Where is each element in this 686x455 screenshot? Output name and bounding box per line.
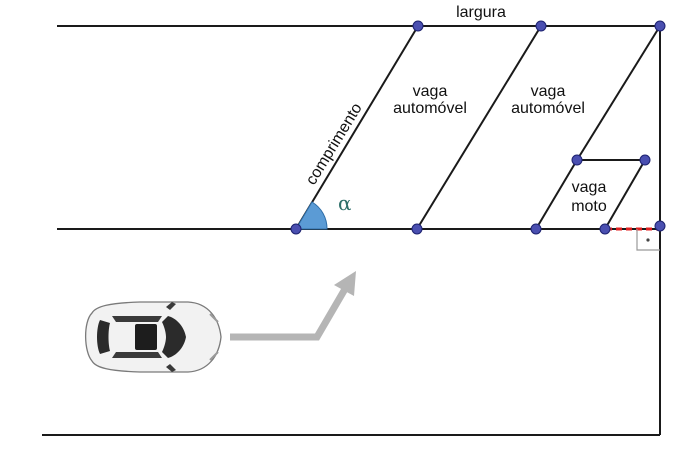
- moto-spot-left-line: [535, 159, 578, 230]
- vertex-point: [599, 223, 611, 235]
- vertex-point: [530, 223, 542, 235]
- car-spot-2-label-line1: vaga: [531, 83, 566, 100]
- length-label: comprimento: [303, 100, 366, 188]
- divider-line-3: [576, 25, 661, 161]
- vertex-point: [290, 223, 302, 235]
- vertex-point: [654, 220, 666, 232]
- angle-alpha-sector: [295, 201, 328, 230]
- vertex-point: [654, 20, 666, 32]
- moto-spot-label-line2: moto: [571, 198, 607, 215]
- divider-line-1: [295, 25, 419, 230]
- vertex-point: [639, 154, 651, 166]
- moto-spot-label-line1: vaga: [572, 179, 607, 196]
- car-top-view-icon: [84, 301, 222, 373]
- vertex-point: [571, 154, 583, 166]
- direction-arrow-icon: [230, 271, 356, 341]
- vertex-point: [411, 223, 423, 235]
- right-angle-marker-icon: [636, 229, 660, 251]
- divider-line-2: [416, 25, 542, 230]
- vertex-point: [535, 20, 547, 32]
- vertex-point: [412, 20, 424, 32]
- vertex-points: [290, 20, 666, 235]
- car-spot-1-label-line1: vaga: [413, 83, 448, 100]
- angle-alpha-label: α: [338, 191, 352, 215]
- car-spot-2-label-line2: automóvel: [511, 100, 585, 117]
- car-spot-1-label-line2: automóvel: [393, 100, 467, 117]
- width-label: largura: [456, 4, 506, 21]
- moto-spot-right-line: [604, 159, 646, 230]
